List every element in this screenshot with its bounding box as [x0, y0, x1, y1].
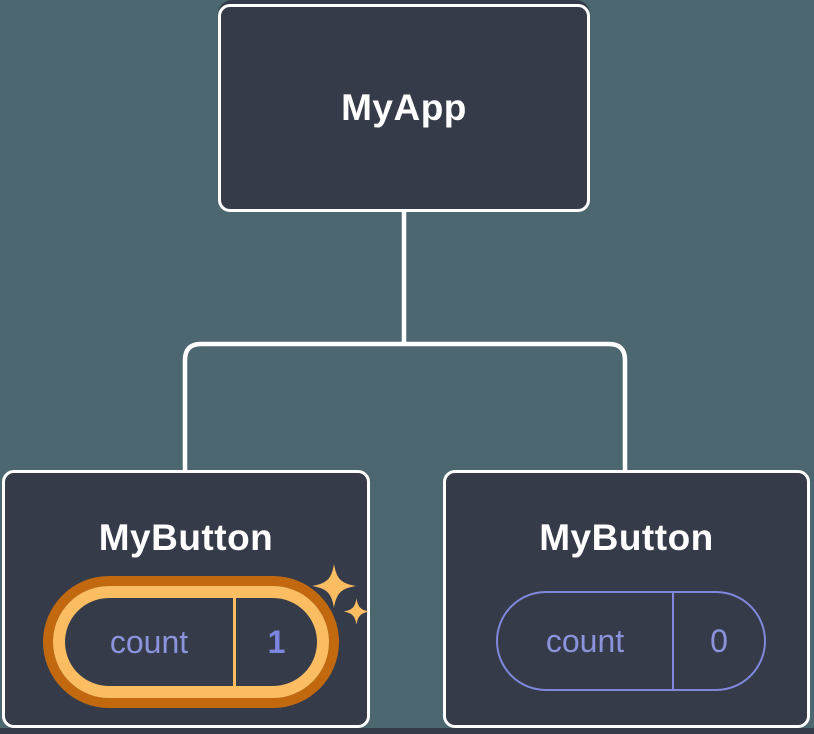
state-key-label: count [545, 622, 625, 659]
sparkle-icon-large [312, 564, 356, 608]
node-label: MyButton [539, 517, 714, 558]
node-myapp: MyApp [218, 4, 590, 212]
sparkle-icon-small [343, 598, 370, 625]
state-pill-highlighted: count 1 [53, 586, 329, 698]
state-pill: count 0 [496, 591, 766, 691]
state-value: 1 [233, 598, 317, 686]
node-mybutton-left: MyButton count 1 [2, 470, 370, 728]
state-key-label: count [109, 623, 189, 660]
bottom-edge-strip [0, 728, 814, 734]
node-label: MyApp [341, 87, 467, 128]
node-mybutton-right: MyButton count 0 [443, 470, 810, 728]
node-label: MyButton [98, 517, 274, 558]
state-value: 0 [672, 593, 764, 689]
